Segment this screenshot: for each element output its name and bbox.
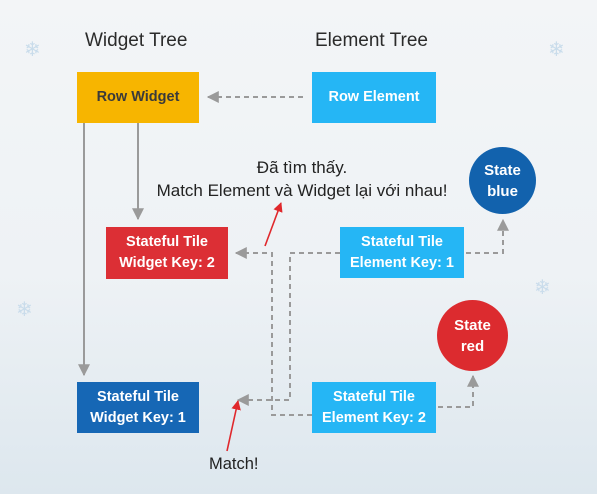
ref-element-key1-to-widget-key1 [236, 252, 340, 406]
snowflake-icon: ❄ [548, 39, 565, 61]
state-red-value: red [460, 337, 485, 355]
element-key2-key: Element Key: 2 [322, 409, 426, 426]
state-blue-value: blue [487, 182, 518, 200]
element-key1-title: Stateful Tile [361, 233, 443, 250]
element-tree-heading: Element Tree [315, 30, 428, 51]
snowflake-icon: ❄ [24, 39, 41, 61]
snowflake-icon: ❄ [16, 299, 33, 321]
widget-key2-key: Widget Key: 2 [119, 255, 215, 271]
state-red-circle: State red [437, 300, 508, 371]
widget-key2-box: Stateful Tile Widget Key: 2 [106, 227, 228, 279]
ref-element-key2-to-state-red [438, 374, 479, 408]
element-key2-box: Stateful Tile Element Key: 2 [312, 382, 436, 433]
found-annotation-arrow [264, 202, 283, 247]
widget-key1-box: Stateful Tile Widget Key: 1 [77, 382, 199, 433]
match-annotation-arrow [226, 400, 241, 452]
found-annotation-line1: Đã tìm thấy. [256, 158, 348, 177]
widget-key1-key: Widget Key: 1 [90, 409, 186, 426]
row-widget-box: Row Widget [77, 72, 199, 123]
ref-element-key2-to-widget-key2 [234, 247, 312, 416]
ref-element-key1-to-state-blue [466, 218, 509, 254]
element-key1-key: Element Key: 1 [350, 254, 454, 271]
found-annotation-line2: Match Element và Widget lại với nhau! [156, 181, 448, 200]
widget-tree-heading: Widget Tree [85, 30, 188, 51]
row-element-label: Row Element [328, 89, 420, 105]
state-red-title: State [454, 316, 491, 334]
snowflake-icon: ❄ [534, 277, 551, 299]
found-annotation: Đã tìm thấy. Match Element và Widget lại… [150, 156, 454, 202]
element-key2-title: Stateful Tile [333, 388, 415, 405]
widget-key2-title: Stateful Tile [126, 234, 208, 250]
row-element-box: Row Element [312, 72, 436, 123]
state-blue-circle: State blue [469, 147, 536, 214]
row-widget-label: Row Widget [96, 89, 180, 105]
match-annotation: Match! [209, 455, 259, 473]
state-blue-title: State [484, 161, 521, 179]
element-key1-box: Stateful Tile Element Key: 1 [340, 227, 464, 278]
widget-key1-title: Stateful Tile [97, 388, 179, 405]
